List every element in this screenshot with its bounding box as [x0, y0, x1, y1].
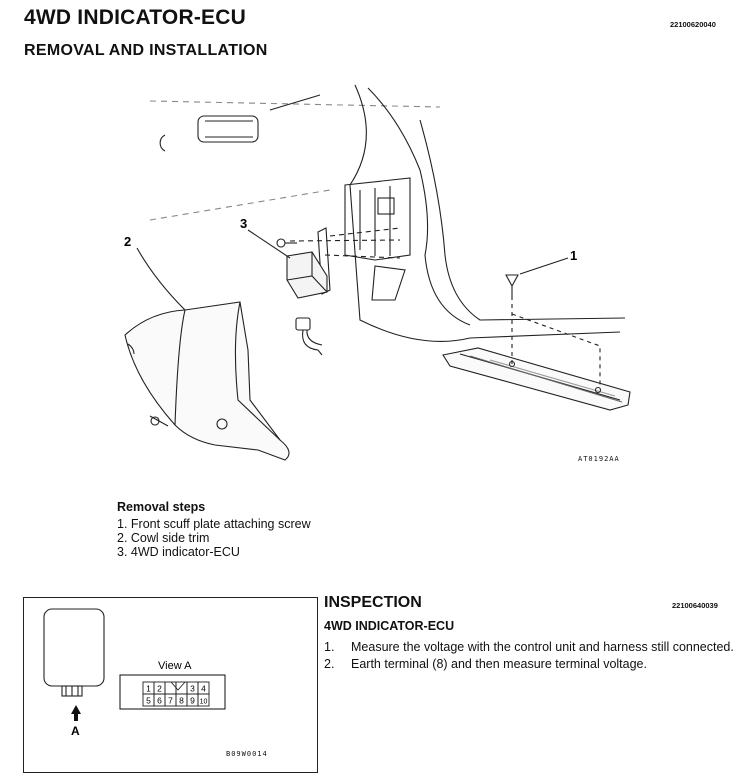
callout-3: 3 — [240, 216, 247, 231]
list-item-text: Earth terminal (8) and then measure term… — [351, 657, 647, 671]
list-item-number: 1. — [324, 640, 335, 654]
pin-8: 8 — [179, 696, 184, 706]
inspection-doc-number: 22100640039 — [672, 601, 718, 610]
pin-9: 9 — [190, 696, 195, 706]
callout-1: 1 — [570, 248, 577, 263]
removal-steps: Removal steps 1. Front scuff plate attac… — [117, 500, 311, 559]
view-arrow-label: A — [71, 724, 80, 738]
pin-2: 2 — [157, 684, 162, 694]
removal-steps-title: Removal steps — [117, 500, 206, 514]
figure-reference-code: AT0192AA — [578, 455, 620, 463]
pin-6: 6 — [157, 696, 162, 706]
connector-reference-code: B09W0014 — [226, 750, 268, 758]
list-item-text: Measure the voltage with the control uni… — [351, 640, 734, 654]
pin-10: 10 — [200, 699, 208, 706]
pin-1: 1 — [146, 684, 151, 694]
list-item: 2. Earth terminal (8) and then measure t… — [324, 657, 734, 672]
section-title: REMOVAL AND INSTALLATION — [24, 42, 268, 59]
pin-5: 5 — [146, 696, 151, 706]
pin-4: 4 — [201, 684, 206, 694]
pin-3: 3 — [190, 684, 195, 694]
doc-number: 22100620040 — [670, 20, 716, 29]
inspection-heading: INSPECTION — [324, 594, 422, 611]
inspection-subheading: 4WD INDICATOR-ECU — [324, 619, 455, 633]
arrow-up-icon — [71, 705, 81, 721]
main-illustration: 1 2 3 — [124, 84, 631, 461]
removal-step: 1. Front scuff plate attaching screw — [117, 517, 311, 531]
inspection-list: 1. Measure the voltage with the control … — [324, 640, 734, 674]
list-item-number: 2. — [324, 657, 335, 671]
list-item: 1. Measure the voltage with the control … — [324, 640, 734, 655]
removal-step: 2. Cowl side trim — [117, 531, 210, 545]
view-a-label: View A — [158, 660, 192, 672]
connector-illustration: A View A 1 2 3 4 5 6 7 8 9 10 — [43, 608, 226, 738]
connector-figure-frame — [23, 597, 318, 773]
removal-step: 3. 4WD indicator-ECU — [117, 545, 240, 559]
callout-2: 2 — [124, 234, 131, 249]
page-title: 4WD INDICATOR-ECU — [24, 6, 246, 29]
pin-7: 7 — [168, 696, 173, 706]
